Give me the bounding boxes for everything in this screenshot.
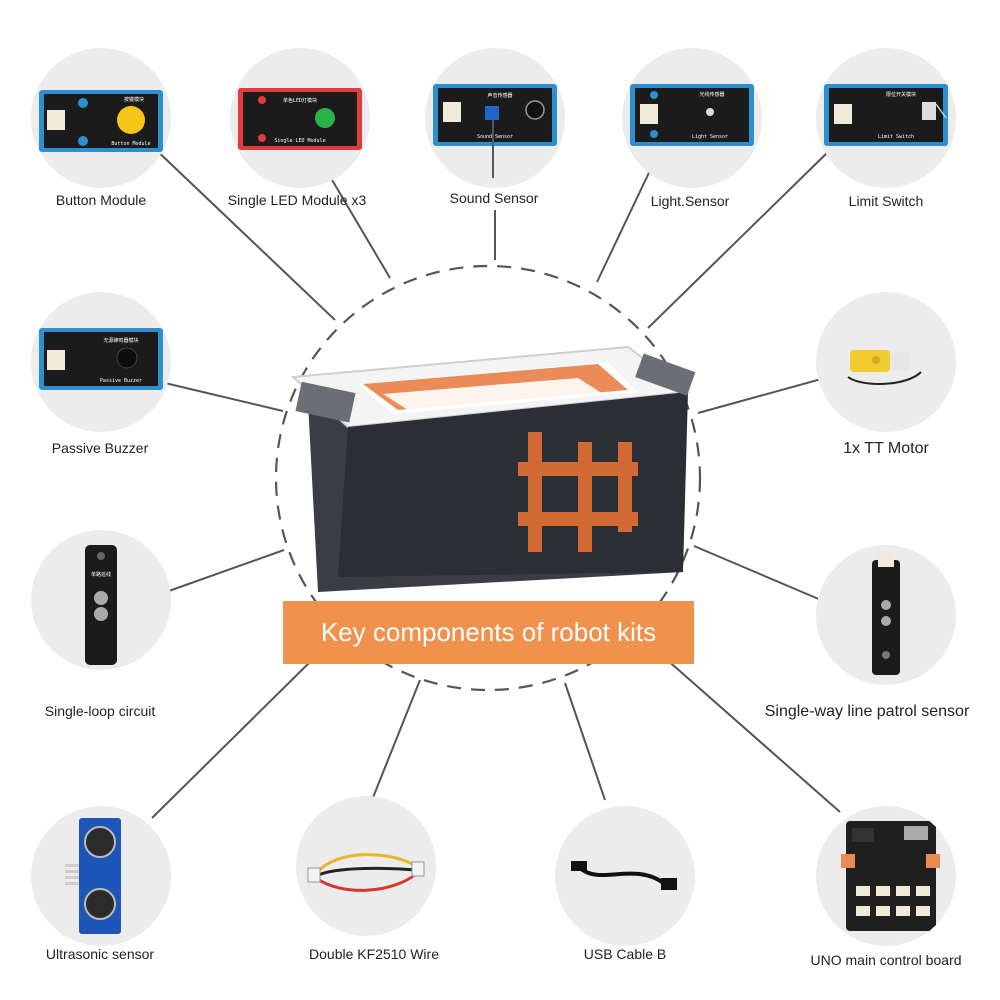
tt-motor-image [816,292,956,432]
limit-switch-en-label: Limit Switch [878,134,914,140]
uno-board-image [816,806,956,946]
limit-switch-label: Limit Switch [848,193,924,209]
button-module-en-label: Button Module [111,141,150,147]
connector-line-group [151,145,841,819]
button-module-label: Button Module [55,192,147,208]
kf2510-wire-image [296,796,436,936]
single-led-module-image: 单色LED灯模块 Single LED Module [230,48,370,188]
sound-sensor-en-label: Sound Sensor [477,134,513,140]
tt-motor-label: 1x TT Motor [843,440,929,457]
limit-switch-image: 限位开关模块 Limit Switch [816,48,956,188]
single-loop-cn-label: 单路巡线 [91,571,111,578]
limit-switch-illustration: 限位开关模块 Limit Switch [824,84,948,146]
sound-sensor-image: 声音传感器 Sound Sensor [425,48,565,188]
kit-box-illustration [290,345,696,592]
ultrasonic-sensor-image [31,806,171,946]
uno-board-illustration [841,821,940,931]
single-loop-circuit-illustration: 单路巡线 [85,545,117,665]
sound-sensor-cn-label: 声音传感器 [487,92,512,99]
usb-cable-image [555,806,695,946]
single-led-module-illustration: 单色LED灯模块 Single LED Module [238,88,362,150]
dashed-ring [274,264,702,692]
ultrasonic-sensor-illustration [65,818,121,934]
light-sensor-en-label: Light Sensor [692,134,728,140]
line-patrol-sensor-illustration [872,553,900,675]
passive-buzzer-image: 无源蜂鸣器模块 Passive Buzzer [31,292,171,432]
sound-sensor-illustration: 声音传感器 Sound Sensor [433,84,557,178]
passive-buzzer-label: Passive Buzzer [51,440,149,456]
kf2510-wire-illustration [307,853,425,892]
single-loop-circuit-image: 单路巡线 [31,530,171,670]
led-module-cn-label: 单色LED灯模块 [283,97,317,104]
tt-motor-illustration [847,350,922,385]
button-module-cn-label: 按键模块 [124,96,144,103]
line-patrol-sensor-image [816,545,956,685]
usb-cable-illustration [571,861,677,890]
ultrasonic-sensor-label: Ultrasonic sensor [45,946,155,962]
usb-cable-label: USB Cable B [583,946,667,962]
single-led-module-label: Single LED Module x3 [227,192,367,208]
light-sensor-illustration: 光线传感器 Light Sensor [630,84,754,146]
light-sensor-label: Light.Sensor [650,193,730,209]
light-sensor-image: 光线传感器 Light Sensor [622,48,762,188]
passive-buzzer-en-label: Passive Buzzer [100,378,142,384]
line-patrol-sensor-label: Single-way line patrol sensor [764,703,970,720]
light-sensor-cn-label: 光线传感器 [699,91,724,98]
led-module-en-label: Single LED Module [274,138,325,144]
passive-buzzer-illustration: 无源蜂鸣器模块 Passive Buzzer [39,328,163,390]
uno-board-label: UNO main control board [810,952,962,968]
button-module-image: 按键模块 Button Module [31,48,171,188]
robot-kit-box [278,322,698,602]
single-loop-circuit-label: Single-loop circuit [44,703,156,719]
button-module-illustration: 按键模块 Button Module [39,90,163,152]
kf2510-wire-label: Double KF2510 Wire [309,946,439,962]
sound-sensor-label: Sound Sensor [449,190,539,206]
passive-buzzer-cn-label: 无源蜂鸣器模块 [103,337,138,344]
limit-switch-cn-label: 限位开关模块 [886,91,916,98]
banner-title: Key components of robot kits [283,601,694,664]
